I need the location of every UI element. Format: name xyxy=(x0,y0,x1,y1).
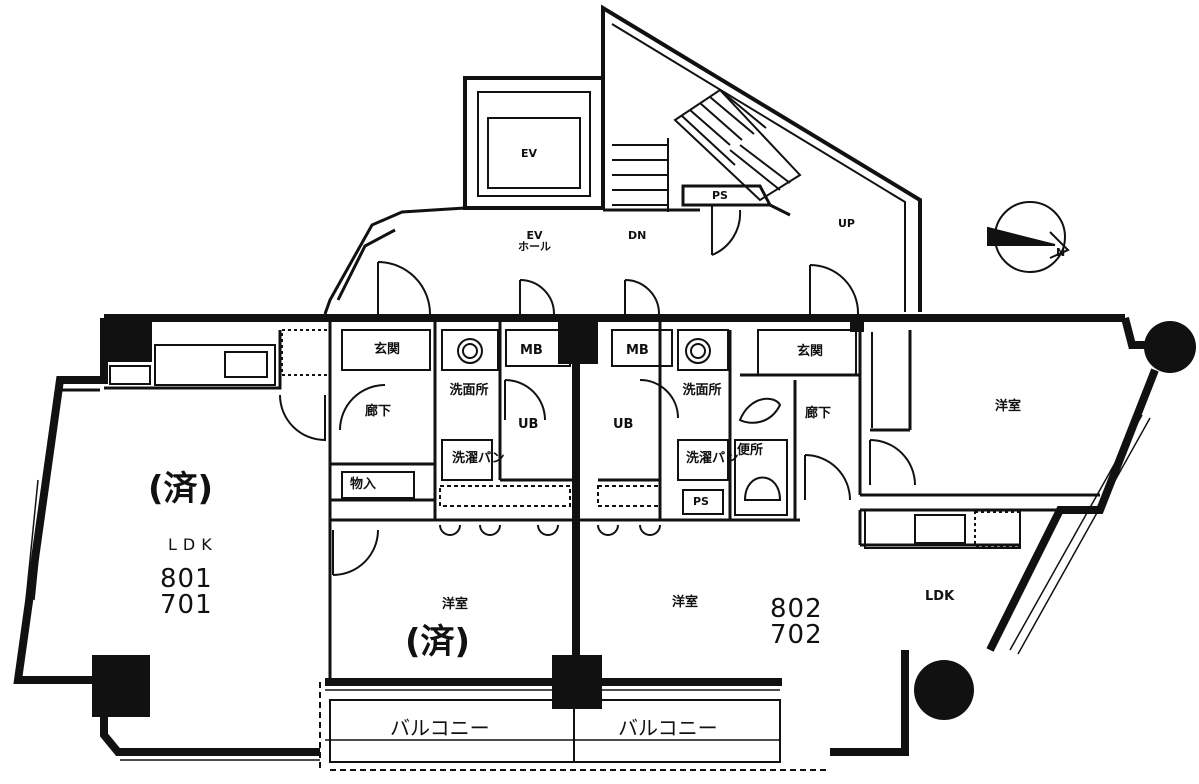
bath-802-label: UB xyxy=(613,417,634,432)
unit-number: 701 xyxy=(160,590,213,620)
room-802-a-label: 洋室 xyxy=(995,399,1022,414)
room-801-label: 洋室 xyxy=(442,597,469,612)
ps-label: PS xyxy=(693,495,709,508)
compass-icon xyxy=(987,201,1070,273)
hall-label-top: EV xyxy=(526,229,543,242)
unit-802-numbers: 802 702 xyxy=(770,596,823,648)
washroom-801-label: 洗面所 xyxy=(449,383,489,398)
compass-label: N xyxy=(1056,246,1066,259)
fixtures xyxy=(341,397,788,516)
stairs-down-label: DN xyxy=(628,229,647,242)
windows xyxy=(25,414,1151,761)
closets xyxy=(439,524,661,536)
hall-doors xyxy=(377,205,860,315)
elevator-label: EV xyxy=(521,147,538,160)
laundry-801-label: 洗濯パン xyxy=(452,451,505,466)
ldk-801-status: (済) xyxy=(148,469,214,509)
unit-number: 802 xyxy=(770,594,823,624)
stair-tower xyxy=(601,4,922,312)
balcony-label: バルコニー xyxy=(618,716,718,740)
corridor-801-label: 廊下 xyxy=(365,404,392,419)
meter-box-802-label: MB xyxy=(626,343,649,358)
ldk-802-label: LDK xyxy=(925,589,955,604)
entrance-802-label: 玄関 xyxy=(797,344,824,359)
room-802-b-label: 洋室 xyxy=(672,595,699,610)
unit-number: 801 xyxy=(160,564,213,594)
unit-number: 702 xyxy=(770,620,823,650)
entrance-boxes xyxy=(341,329,857,376)
unit-doors xyxy=(279,332,916,576)
ps-label: PS xyxy=(712,189,728,202)
stairs-up-label: UP xyxy=(838,217,855,230)
storage-801-label: 物入 xyxy=(350,477,377,492)
ldk-801-label: LDK xyxy=(168,535,218,554)
kitchen-802 xyxy=(864,509,1021,549)
balcony-label: バルコニー xyxy=(390,716,490,740)
corridor-802-label: 廊下 xyxy=(805,406,832,421)
unit-801-numbers: 801 701 xyxy=(160,566,213,618)
structural-columns xyxy=(92,318,1196,720)
hall-label: EV ホール xyxy=(518,230,551,252)
kitchen-801 xyxy=(109,329,331,386)
laundry-802-label: 洗濯パン xyxy=(686,451,739,466)
bath-801-label: UB xyxy=(518,417,539,432)
elevator-hall xyxy=(323,203,791,315)
washroom-802-label: 洗面所 xyxy=(682,383,722,398)
meter-box-801-label: MB xyxy=(520,343,543,358)
elevator-shaft xyxy=(463,76,605,210)
hall-label-bottom: ホール xyxy=(518,240,551,253)
entrance-801-label: 玄関 xyxy=(374,342,401,357)
room-801-status: (済) xyxy=(405,622,471,662)
toilet-802-label: 便所 xyxy=(737,443,764,458)
